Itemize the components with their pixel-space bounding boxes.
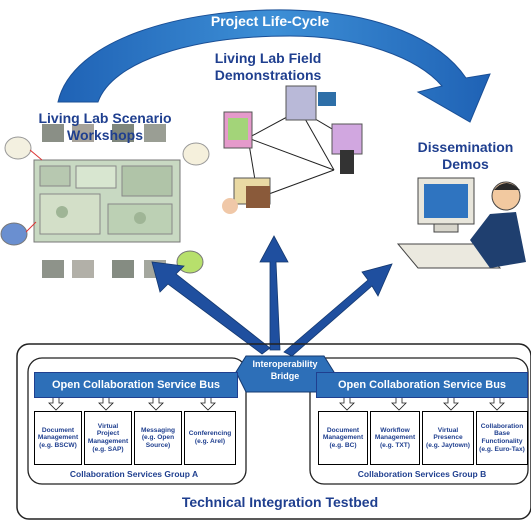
- lifecycle-label: Project Life-Cycle: [210, 13, 330, 29]
- bridge-line1: Interoperability: [252, 359, 318, 369]
- service-document-management-a: Document Management (e.g. BSCW): [34, 411, 82, 465]
- service-document-management-b: Document Management (e.g. BC): [318, 411, 368, 465]
- workshops-line1: Living Lab Scenario: [38, 110, 172, 126]
- dissemination-line1: Dissemination: [417, 139, 514, 155]
- service-arrows-b: [339, 396, 505, 411]
- dissemination-line2: Demos: [442, 156, 489, 172]
- field-demos-line1: Living Lab Field: [214, 50, 322, 66]
- lifecycle-arc: [57, 9, 491, 123]
- bridge-line2: Bridge: [270, 371, 300, 381]
- service-virtual-presence: Virtual Presence (e.g. Jaytown): [422, 411, 474, 465]
- field-demos-line2: Demonstrations: [214, 67, 322, 83]
- service-bus-b: Open Collaboration Service Bus: [316, 372, 528, 398]
- bridge-label: Interoperability Bridge: [240, 358, 330, 382]
- workshops-title: Living Lab Scenario Workshops: [10, 110, 200, 144]
- dissemination-title: Dissemination Demos: [400, 139, 531, 173]
- service-virtual-project-management: Virtual Project Management (e.g. SAP): [84, 411, 132, 465]
- service-bus-a: Open Collaboration Service Bus: [34, 372, 238, 398]
- service-conferencing: Conferencing (e.g. Arel): [184, 411, 236, 465]
- service-workflow-management: Workflow Management (e.g. TXT): [370, 411, 420, 465]
- group-a-label: Collaboration Services Group A: [69, 469, 199, 479]
- group-b-label: Collaboration Services Group B: [357, 469, 487, 479]
- floorplan-illustration: [0, 124, 210, 278]
- field-demo-network: [222, 85, 363, 214]
- workshops-line2: Workshops: [67, 127, 143, 143]
- field-demos-title: Living Lab Field Demonstrations: [178, 50, 358, 84]
- service-messaging: Messaging (e.g. Open Source): [134, 411, 182, 465]
- testbed-label: Technical Integration Testbed: [181, 494, 379, 510]
- testbed-frame: [16, 343, 531, 520]
- service-arrows-a: [48, 396, 216, 411]
- service-collaboration-base: Collaboration Base Functionality (e.g. E…: [476, 411, 528, 465]
- computer-user-illustration: [396, 177, 526, 269]
